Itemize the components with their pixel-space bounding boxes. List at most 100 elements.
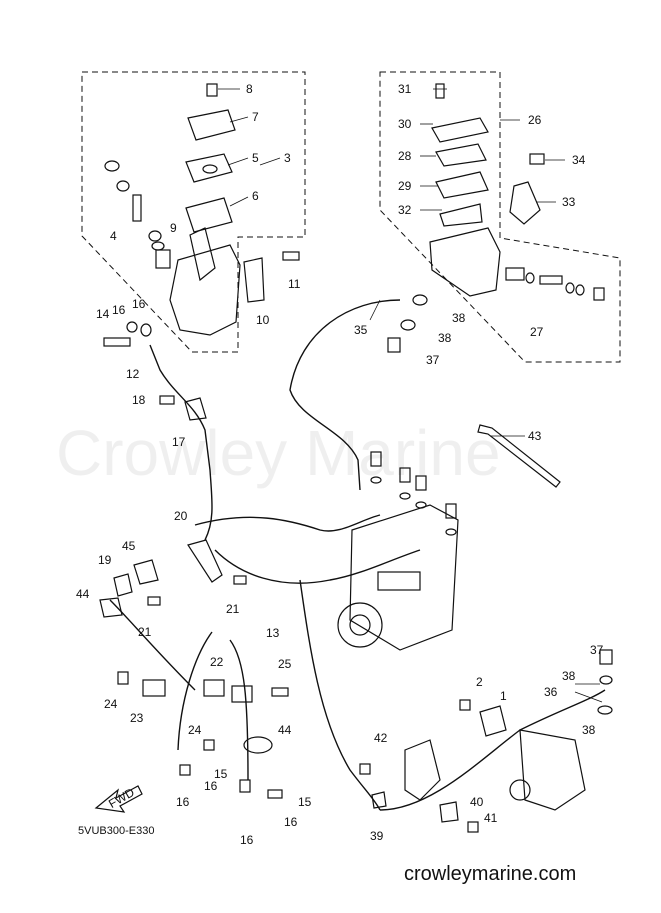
piston-kit-27 xyxy=(505,267,605,301)
callout-16f: 16 xyxy=(240,833,254,847)
rear-caliper xyxy=(519,729,586,811)
washer-38a xyxy=(412,294,428,306)
callout-41: 41 xyxy=(484,811,498,825)
callout-5: 5 xyxy=(252,151,259,165)
union-bolt-37b xyxy=(599,649,613,665)
callout-21a: 21 xyxy=(226,602,240,616)
callout-8: 8 xyxy=(246,82,253,96)
rear-master-cylinder-group-box xyxy=(379,71,621,363)
fitting-right-bottom xyxy=(239,779,251,793)
callout-36: 36 xyxy=(544,685,558,699)
callout-43: 43 xyxy=(528,429,542,443)
leader-lines xyxy=(218,88,603,703)
bolt-18 xyxy=(159,395,175,405)
washer-16b xyxy=(140,323,152,337)
bolt-15b xyxy=(267,789,283,799)
callout-14: 14 xyxy=(96,307,110,321)
bracket-20 xyxy=(187,539,223,583)
callout-16b: 16 xyxy=(132,297,146,311)
callout-18: 18 xyxy=(132,393,146,407)
callout-16a: 16 xyxy=(112,303,126,317)
fitting-left-bottom xyxy=(179,764,191,776)
abs-motor-hub xyxy=(349,614,371,636)
sensor-rod-43 xyxy=(477,424,561,488)
union-bolt-14 xyxy=(103,337,131,347)
front-caliper-hose-right xyxy=(229,639,249,781)
float-32 xyxy=(439,203,483,227)
rear-hose-35 xyxy=(289,299,401,491)
holder-10 xyxy=(243,257,265,303)
bolt-11 xyxy=(282,251,300,261)
callout-9: 9 xyxy=(170,221,177,235)
callout-21b: 21 xyxy=(138,625,152,639)
bracket-33 xyxy=(509,181,541,225)
callout-1: 1 xyxy=(500,689,507,703)
callout-numbers: 8 7 5 6 3 4 9 10 11 14 16 16 12 18 17 20… xyxy=(76,82,604,847)
callout-22: 22 xyxy=(210,655,224,669)
callout-40: 40 xyxy=(470,795,484,809)
callout-24a: 24 xyxy=(104,697,118,711)
washer-16a xyxy=(126,321,138,333)
bolt-34 xyxy=(529,153,545,165)
callout-38d: 38 xyxy=(582,723,596,737)
callout-38c: 38 xyxy=(562,669,576,683)
callout-42: 42 xyxy=(374,731,388,745)
front-master-cylinder-drawing xyxy=(103,83,300,347)
callout-12: 12 xyxy=(126,367,140,381)
cap-7 xyxy=(187,109,236,141)
callout-15a: 15 xyxy=(214,767,228,781)
callout-20: 20 xyxy=(174,509,188,523)
plate-5 xyxy=(185,153,233,183)
front-hose-12 xyxy=(149,344,213,541)
callout-13: 13 xyxy=(266,626,280,640)
callout-24b: 24 xyxy=(188,723,202,737)
rear-caliper-piston xyxy=(509,779,531,801)
callout-17: 17 xyxy=(172,435,186,449)
diaphragm-6 xyxy=(185,197,233,233)
clamp-45 xyxy=(133,559,159,585)
callout-10: 10 xyxy=(256,313,270,327)
cap-30 xyxy=(431,117,489,143)
callout-30: 30 xyxy=(398,117,412,131)
abs-body xyxy=(349,504,459,651)
callout-35: 35 xyxy=(354,323,368,337)
callout-38a: 38 xyxy=(452,311,466,325)
clamp-40 xyxy=(439,801,459,823)
rear-master-body xyxy=(429,227,501,297)
front-caliper-fittings xyxy=(117,671,289,799)
callout-16d: 16 xyxy=(176,795,190,809)
callout-39: 39 xyxy=(370,829,384,843)
hose-abs-lower xyxy=(214,549,421,584)
master-cylinder-body xyxy=(169,244,241,336)
clamp-17 xyxy=(184,397,207,421)
callout-33: 33 xyxy=(562,195,576,209)
site-url: crowleymarine.com xyxy=(404,863,576,885)
callout-44b: 44 xyxy=(278,723,292,737)
diagram-code: 5VUB300-E330 xyxy=(78,825,154,837)
watermark-text: Crowley Marine xyxy=(56,417,501,489)
callout-29: 29 xyxy=(398,179,412,193)
washer-38b xyxy=(400,319,416,331)
clamp-42 xyxy=(359,763,371,775)
abs-motor xyxy=(337,602,383,648)
callout-6: 6 xyxy=(252,189,259,203)
callout-38b: 38 xyxy=(438,331,452,345)
abs-connector xyxy=(377,571,421,591)
callout-28: 28 xyxy=(398,149,412,163)
diaphragm-29 xyxy=(435,171,489,199)
bolt-2 xyxy=(459,699,471,711)
rear-caliper-drawing xyxy=(359,649,613,833)
plate-5-hole xyxy=(202,164,218,174)
callout-45: 45 xyxy=(122,539,136,553)
screw-8 xyxy=(206,83,218,97)
callout-37b: 37 xyxy=(590,643,604,657)
bolt-21a xyxy=(233,575,247,585)
callout-37a: 37 xyxy=(426,353,440,367)
callout-27: 27 xyxy=(530,325,544,339)
callout-34: 34 xyxy=(572,153,586,167)
callout-15b: 15 xyxy=(298,795,312,809)
screw-31 xyxy=(435,83,445,99)
callout-3: 3 xyxy=(284,151,291,165)
sensor-1 xyxy=(479,705,507,737)
callout-16c: 16 xyxy=(204,779,218,793)
